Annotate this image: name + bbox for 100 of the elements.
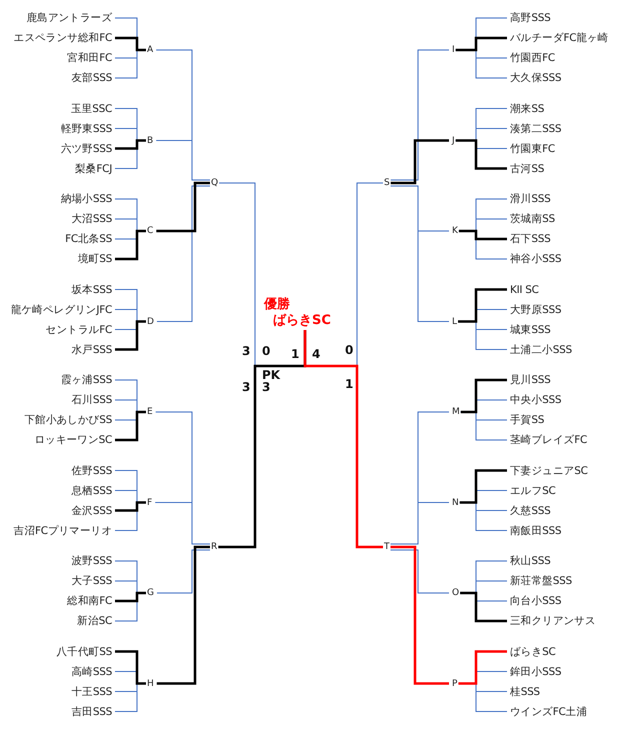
team-name: 梨桑FCJ [75,162,112,176]
score-number: 0 [345,343,354,357]
bracket-line [115,139,146,150]
round-letter: F [147,498,152,508]
team-name: FC北条SS [65,232,112,246]
bracket-line [458,230,507,240]
round-letter: L [452,316,458,326]
team-name: 総和南FC [67,594,112,608]
round-letter: O [452,588,460,598]
team-name: 十王SSS [72,684,112,698]
team-name: 息栖SSS [72,484,112,498]
round-letter: S [384,178,390,188]
bracket-line [456,139,507,170]
team-name: 大子SSS [72,574,112,588]
team-name: 竹園東FC [510,142,555,156]
team-name: 納場小SSS [60,192,112,206]
team-name: セントラルFC [46,322,112,336]
round-letter: R [211,542,218,552]
round-letter: G [147,588,154,598]
score-number: 1 [345,377,354,391]
round-letter: K [452,226,458,236]
team-name: 霞ヶ浦SSS [60,373,112,387]
team-name: 古河SS [510,162,544,176]
team-name: バルチーダFC龍ヶ崎 [510,31,608,45]
bracket-line [115,650,146,685]
bracket-line [156,182,210,232]
round-letter: T [384,542,390,552]
team-name: 宮和田FC [67,51,112,65]
bracket-line [156,186,210,322]
bracket-line [390,50,450,180]
team-name: 吉沼FCプリマーリオ [14,524,112,538]
team-name: 湊第二SSS [510,122,562,136]
round-letter: Q [211,178,218,188]
bracket-line [156,546,210,685]
team-name: 坂本SSS [72,282,112,296]
team-name: 八千代町SS [56,644,112,658]
score-number: 3 [262,380,270,394]
pk-mark: PK [262,368,280,382]
team-name: 茎崎ブレイズFC [510,433,587,447]
team-name: 六ツ野SSS [60,142,112,156]
team-name: 玉里SSC [70,102,112,116]
round-letter: J [452,136,455,146]
team-name: 鉾田小SSS [510,664,562,678]
team-name: 石下SSS [510,232,550,246]
round-letter: I [452,45,455,55]
round-letter: M [452,407,460,417]
team-name: 金沢SSS [72,504,112,518]
team-name: 吉田SSS [72,704,112,718]
bracket-line [304,330,383,548]
bracket-line [156,140,210,180]
team-name: 高崎SSS [72,664,112,678]
team-name: 竹園西FC [510,51,555,65]
team-name: 向台小SSS [510,594,562,608]
team-name: ばらきSC [510,644,556,658]
team-name: 軽野東SSS [60,122,112,136]
score-number: 3 [242,344,250,358]
team-name: 大野原SSS [510,302,562,316]
team-name: ロッキーワンSC [34,433,112,447]
team-name: 秋山SSS [510,554,550,568]
team-name: KII SC [510,282,539,296]
team-name: 下館小あしかびSS [24,413,112,427]
team-name: 水戸SSS [72,342,112,356]
team-name: 三和クリアンサス [510,614,596,628]
team-name: 新荘常盤SSS [510,574,572,588]
bracket-line [115,592,146,602]
team-name: 新治SC [77,614,112,628]
team-name: 佐野SSS [72,464,112,478]
score-number: 0 [262,344,270,358]
team-name: 久慈SSS [510,504,550,518]
team-name: 桂SSS [510,684,540,698]
round-letter: E [147,407,153,417]
team-name: 境町SS [78,252,112,266]
team-name: 土浦二小SSS [510,342,572,356]
bracket-line [115,230,146,260]
bracket-line [115,410,146,442]
bracket-line [390,546,449,685]
bracket-line [390,139,449,184]
score-number: 3 [242,380,250,394]
team-name: 手賀SS [510,413,544,427]
team-name: 城東SSS [510,322,550,336]
team-name: 龍ケ崎ペレグリンJFC [10,302,112,316]
bracket-line [458,288,507,323]
team-name: 大久保SSS [510,71,562,85]
bracket-line [460,378,507,414]
champion-heading: 優勝 [264,297,291,313]
team-name: 潮来SS [510,102,544,116]
team-name: 波野SSS [72,554,112,568]
score-number: 4 [312,347,320,361]
bracket-line [156,550,210,594]
bracket-line [390,502,450,544]
round-letter: C [147,226,154,236]
round-letter: P [452,678,458,688]
team-name: 高野SSS [510,11,550,25]
round-letter: A [147,45,154,55]
team-name: 南飯田SSS [510,524,562,538]
team-name: 下妻ジュニアSC [510,464,588,478]
bracket-line [115,36,146,52]
bracket-line [458,650,507,685]
team-name: 見川SSS [510,373,550,387]
team-name: 鹿島アントラーズ [26,11,112,25]
